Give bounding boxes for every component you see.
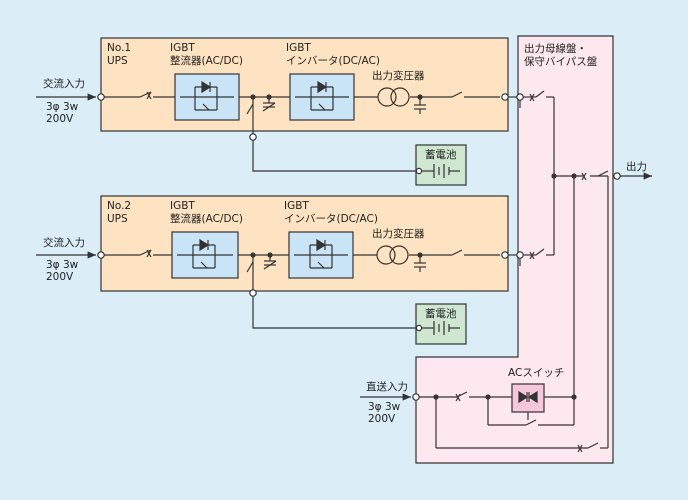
bypass-wiring <box>419 391 608 449</box>
ups2-breaker-marks <box>146 249 152 258</box>
ups2-input-line1: 交流入力 <box>43 236 85 249</box>
ups1-battery-terminal <box>249 133 257 141</box>
bypass-node-1 <box>433 394 439 400</box>
ups1-rectifier-title2: 整流器(AC/DC) <box>170 54 243 67</box>
ups1-output-transformer <box>377 87 410 107</box>
bypass-input-terminal <box>412 393 420 401</box>
ups1-inverter-symbol <box>295 80 349 111</box>
ups1-transformer-label: 出力変圧器 <box>372 69 425 82</box>
ups1-output-terminal <box>501 93 509 101</box>
ups2-inverter-title1: IGBT <box>284 200 309 212</box>
ups2-rectifier-title1: IGBT <box>170 200 195 212</box>
bus-node-top <box>551 173 557 179</box>
ups1-input-line3: 200V <box>46 113 74 125</box>
ups2-battery-box <box>415 303 467 345</box>
ups1-dc-capacitor <box>262 97 276 112</box>
bypass-panel <box>415 35 614 464</box>
ups2-input-line3: 200V <box>46 271 74 283</box>
ups1-dc-node <box>250 94 256 100</box>
ups2-name-line2: UPS <box>107 213 128 225</box>
panel-title-line1: 出力母線盤・ <box>524 42 587 55</box>
ups1-breaker-marks <box>146 91 152 100</box>
ups2-rectifier-symbol <box>177 238 233 269</box>
ups2-output-terminal <box>501 251 509 259</box>
ups2-input-terminal <box>97 251 105 259</box>
ups1-input-line2: 3φ 3w <box>46 101 79 113</box>
ups2-panel-terminal <box>516 251 524 259</box>
ups1-inverter-title2: インバータ(DC/AC) <box>286 55 380 67</box>
ups1-rectifier-symbol <box>180 80 234 111</box>
ups2-inverter-symbol <box>294 238 348 269</box>
output-terminal <box>613 172 621 180</box>
ups2-rectifier-title2: 整流器(AC/DC) <box>170 212 243 225</box>
ups1-rectifier-title1: IGBT <box>170 42 195 54</box>
bypass-node-2 <box>485 394 491 400</box>
ups2-output-capacitor <box>414 252 426 272</box>
ups2-name-line1: No.2 <box>107 200 131 212</box>
ups2-battery-label: 蓄電池 <box>425 307 457 320</box>
bypass-input-line3: 200V <box>368 413 396 425</box>
output-label: 出力 <box>626 160 647 173</box>
output-breaker-marks <box>529 93 587 260</box>
ups1-main-line <box>104 91 500 98</box>
ups1-dc-switch <box>246 103 254 115</box>
ups2-battery-wire <box>252 296 416 329</box>
bypass-input-line2: 3φ 3w <box>368 401 401 413</box>
ups1-battery-label: 蓄電池 <box>425 148 457 161</box>
thyristor-icon <box>518 390 538 420</box>
bypass-breaker-marks <box>455 393 583 453</box>
ups2-output-transformer <box>376 245 409 265</box>
ups1-panel-terminal <box>516 93 524 101</box>
ups2-battery-terminal <box>249 289 257 297</box>
ups2-dc-node <box>250 252 256 258</box>
ups2-main-line <box>104 249 500 256</box>
battery-icon <box>422 321 460 335</box>
ac-switch-label: ACスイッチ <box>508 367 564 379</box>
battery-icon <box>422 164 460 178</box>
ups1-battery-box <box>415 144 467 186</box>
bypass-input-line1: 直送入力 <box>366 380 408 393</box>
ups2-dc-switch <box>246 261 254 273</box>
ups2-input-line2: 3φ 3w <box>46 259 79 271</box>
bypass-node-3 <box>571 394 577 400</box>
ups2-inverter-title2: インバータ(DC/AC) <box>284 213 378 225</box>
ups1-input-terminal <box>97 93 105 101</box>
ups1-battery-wire <box>252 140 416 172</box>
ups1-name-line2: UPS <box>107 55 128 67</box>
ups1-name-line1: No.1 <box>107 42 131 54</box>
ups1-input-line1: 交流入力 <box>43 77 85 90</box>
panel-bus-wiring <box>519 90 609 448</box>
ac-switch <box>511 383 545 413</box>
ups1-inverter-title1: IGBT <box>286 42 311 54</box>
panel-title-line2: 保守バイパス盤 <box>524 55 598 68</box>
ups2-transformer-label: 出力変圧器 <box>372 227 425 240</box>
bus-node-bypass <box>571 173 577 179</box>
ups2-dc-capacitor <box>263 255 277 270</box>
ups1-output-capacitor <box>414 94 426 114</box>
